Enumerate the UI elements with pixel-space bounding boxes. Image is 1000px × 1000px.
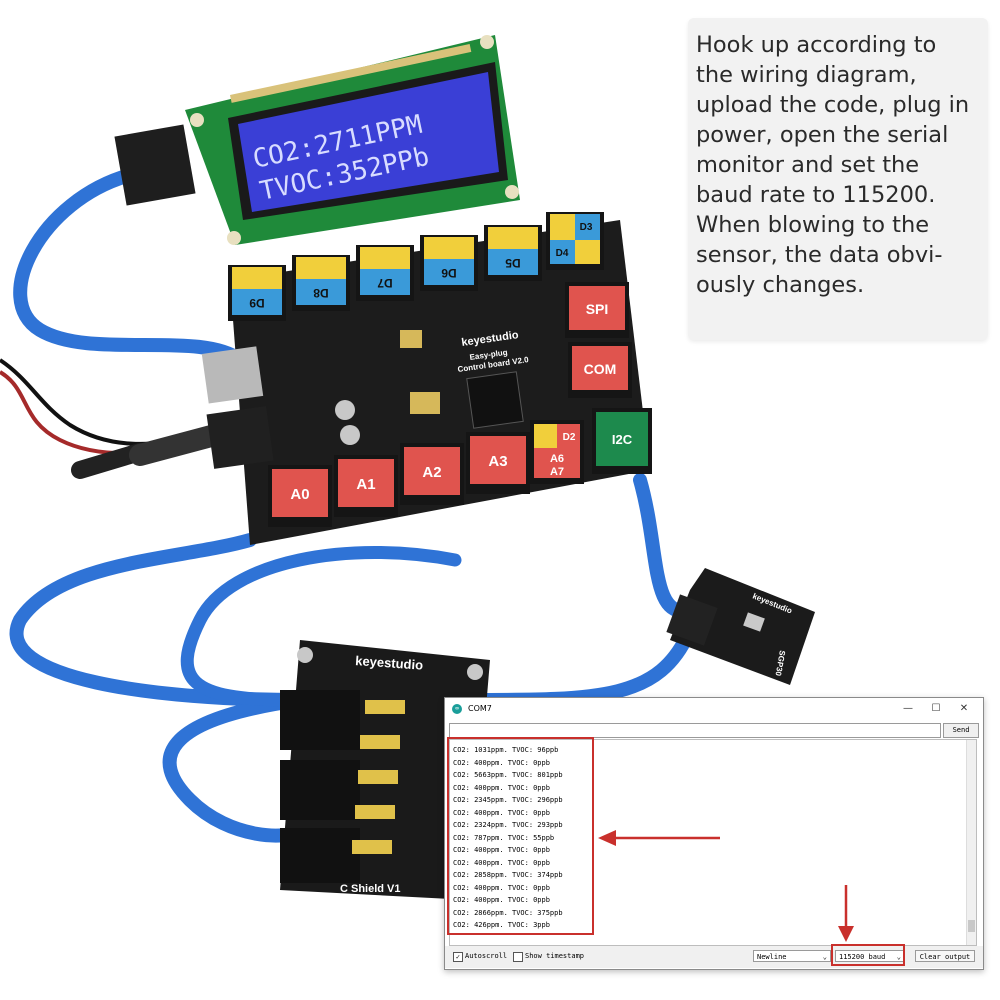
serial-output-line: CO2: 400ppm. TVOC: 0ppb bbox=[453, 846, 550, 854]
serial-output-line: CO2: 2324ppm. TVOC: 293ppb bbox=[453, 821, 563, 829]
port-d8: D8 bbox=[313, 286, 329, 300]
port-i2c: I2C bbox=[612, 432, 633, 447]
sensor-module: keyestudio SGP30 bbox=[666, 568, 815, 685]
port-a1: A1 bbox=[356, 476, 375, 493]
i2c-shield: keyestudio C Shield V1 bbox=[280, 640, 490, 900]
analog-ports: A0 A1 A2 A3 D2 A6 A7 bbox=[268, 420, 584, 527]
serial-output-line: CO2: 400ppm. TVOC: 0ppb bbox=[453, 783, 550, 792]
port-spi: SPI bbox=[586, 301, 609, 317]
instruction-text: Hook up according to the wiring diagram,… bbox=[696, 32, 970, 298]
port-d5: D5 bbox=[505, 256, 521, 270]
port-d2: D2 bbox=[563, 432, 576, 443]
serial-output-line: CO2: 1031ppm. TVOC: 96ppb bbox=[453, 746, 559, 754]
serial-monitor-window: ∞ COM7 — ☐ ✕ Send CO2: 1031ppm. TVOC: 96… bbox=[444, 697, 984, 970]
port-a3: A3 bbox=[488, 453, 507, 470]
output-scrollbar[interactable] bbox=[966, 740, 976, 945]
output-highlight-box bbox=[447, 737, 594, 935]
port-d3: D3 bbox=[580, 222, 593, 233]
autoscroll-label: Autoscroll bbox=[465, 952, 508, 960]
port-a6: A6 bbox=[550, 453, 564, 465]
baud-rate-select[interactable]: 115200 baud ⌄ bbox=[835, 950, 905, 962]
baud-highlight-box bbox=[831, 944, 905, 966]
serial-output-line: CO2: 426ppm. TVOC: 3ppb bbox=[453, 921, 550, 929]
serial-output-line: CO2: 2858ppm. TVOC: 374ppb bbox=[453, 871, 563, 879]
serial-output-line: CO2: 400ppm. TVOC: 0ppb bbox=[453, 896, 550, 904]
timestamp-checkbox[interactable] bbox=[513, 952, 523, 962]
port-a0: A0 bbox=[290, 486, 309, 503]
minimize-button[interactable]: — bbox=[903, 703, 913, 714]
serial-output-line: CO2: 400ppm. TVOC: 0ppb bbox=[453, 883, 550, 892]
title-bar[interactable]: ∞ COM7 — ☐ ✕ bbox=[445, 698, 983, 720]
arduino-icon: ∞ bbox=[452, 704, 462, 714]
comm-ports: SPI COM I2C bbox=[565, 282, 652, 474]
close-button[interactable]: ✕ bbox=[959, 703, 969, 714]
port-d7: D7 bbox=[377, 276, 393, 290]
serial-output-line: CO2: 400ppm. TVOC: 0ppb bbox=[453, 758, 550, 767]
autoscroll-checkbox[interactable]: ✓ bbox=[453, 952, 463, 962]
line-ending-value: Newline bbox=[757, 953, 787, 961]
serial-output-line: CO2: 787ppm. TVOC: 55ppb bbox=[453, 833, 555, 842]
serial-output-line: CO2: 400ppm. TVOC: 0ppb bbox=[453, 858, 550, 867]
port-com: COM bbox=[584, 361, 617, 377]
chevron-down-icon: ⌄ bbox=[896, 953, 901, 961]
scroll-thumb[interactable] bbox=[968, 920, 975, 932]
maximize-button[interactable]: ☐ bbox=[931, 703, 941, 714]
send-input-box bbox=[449, 723, 941, 738]
power-cable bbox=[0, 358, 226, 479]
instruction-card bbox=[688, 18, 988, 340]
port-d6: D6 bbox=[441, 266, 457, 280]
shield-label: C Shield V1 bbox=[340, 883, 401, 895]
digital-ports: D9 D8 D7 D6 D5 D3 D4 bbox=[228, 212, 604, 321]
baud-rate-value: 115200 baud bbox=[839, 953, 886, 961]
port-a7: A7 bbox=[550, 466, 564, 478]
chevron-down-icon: ⌄ bbox=[822, 953, 827, 961]
port-d9: D9 bbox=[249, 296, 265, 310]
serial-bottom-bar: ✓ Autoscroll Show timestamp Newline ⌄ 11… bbox=[445, 946, 983, 968]
window-title: COM7 bbox=[468, 704, 492, 713]
port-d4: D4 bbox=[556, 248, 569, 259]
lcd-module: CO2:2711PPM TVOC:352PPb bbox=[114, 35, 520, 245]
serial-output-line: CO2: 5663ppm. TVOC: 801ppb bbox=[453, 771, 563, 779]
shield-brand: keyestudio bbox=[355, 653, 424, 673]
send-input[interactable] bbox=[451, 724, 931, 736]
clear-output-button[interactable]: Clear output bbox=[915, 950, 975, 962]
timestamp-label: Show timestamp bbox=[525, 952, 585, 960]
port-a2: A2 bbox=[422, 464, 441, 481]
serial-output-line: CO2: 2345ppm. TVOC: 296ppb bbox=[453, 796, 563, 804]
serial-output-line: CO2: 400ppm. TVOC: 0ppb bbox=[453, 808, 550, 817]
serial-output-line: CO2: 2866ppm. TVOC: 375ppb bbox=[453, 908, 563, 917]
line-ending-select[interactable]: Newline ⌄ bbox=[753, 950, 831, 962]
send-button[interactable]: Send bbox=[943, 723, 979, 738]
ribbon-cables bbox=[9, 168, 697, 843]
